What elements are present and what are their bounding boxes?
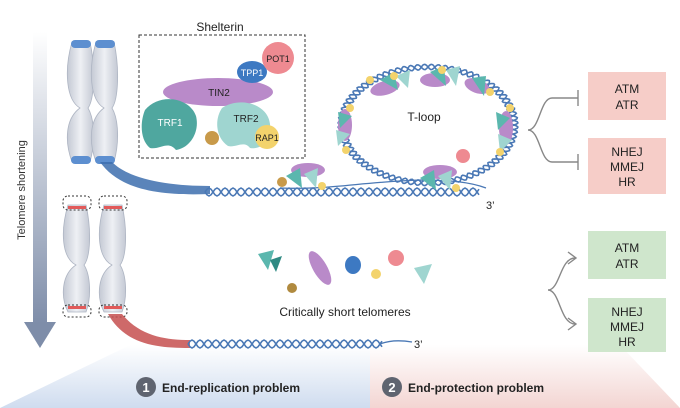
top-box-line: ATM [615, 82, 639, 96]
critical-label: Critically short telomeres [279, 305, 410, 319]
chromosome-top [66, 40, 210, 195]
trf2-label: TRF2 [234, 114, 259, 125]
shelterin-box [138, 34, 306, 159]
top-box-atm-atr: ATM ATR [588, 72, 666, 120]
three-prime-top: 3’ [486, 200, 495, 212]
problem-1-badge [136, 377, 156, 397]
end-protection-fan [370, 345, 680, 408]
loop-proteins [277, 66, 514, 192]
telomere-shortening-arrow [24, 32, 56, 348]
problem-2: 2 End-protection problem [382, 377, 544, 397]
problem-2-badge [382, 377, 402, 397]
top-box-line: HR [618, 175, 636, 189]
shelterin-complex: TIN2 TRF1 TRF2 RAP1 TPP1 POT1 [141, 42, 294, 150]
bottom-box-line: MMEJ [610, 320, 644, 334]
scattered-proteins [258, 250, 432, 293]
top-inhibition-brace [527, 90, 579, 170]
top-box-line: NHEJ [611, 145, 642, 159]
pot1-protein [262, 42, 294, 74]
rap1-protein [255, 125, 279, 149]
top-box-nhej-mmej-hr: NHEJ MMEJ HR [588, 138, 666, 194]
end-replication-fan [0, 345, 370, 408]
telomere-shortening-label: Telomere shortening [16, 140, 28, 240]
problem-1-label: End-replication problem [162, 381, 300, 395]
tpp1-protein [237, 61, 267, 83]
bottom-box-atm-atr: ATM ATR [588, 231, 666, 279]
bottom-box-line: NHEJ [611, 305, 642, 319]
bottom-box-line: ATM [615, 241, 639, 255]
tin2-label: TIN2 [208, 88, 230, 99]
t-loop-label: T-loop [407, 110, 441, 124]
problem-2-label: End-protection problem [408, 381, 544, 395]
tin2-protein [163, 78, 273, 106]
bottom-activation-brace [547, 251, 578, 331]
trf1-protein [141, 99, 197, 150]
bottom-box-line: HR [618, 335, 636, 349]
shelterin-title: Shelterin [196, 20, 243, 34]
chromosome-bottom [62, 195, 190, 348]
problem-1-number: 1 [142, 380, 149, 395]
trf1-label: TRF1 [158, 118, 183, 129]
top-box-line: MMEJ [610, 160, 644, 174]
pot1-label: POT1 [266, 54, 290, 64]
rap1-label: RAP1 [255, 133, 279, 143]
three-prime-bottom: 3’ [414, 339, 423, 351]
problem-1: 1 End-replication problem [136, 377, 300, 397]
bottom-box-line: ATR [615, 257, 638, 271]
bottom-box-nhej-mmej-hr: NHEJ MMEJ HR [588, 298, 666, 352]
problem-2-number: 2 [388, 380, 395, 395]
top-box-line: ATR [615, 98, 638, 112]
dna-bottom [187, 339, 413, 349]
tpp1-label: TPP1 [241, 68, 264, 78]
